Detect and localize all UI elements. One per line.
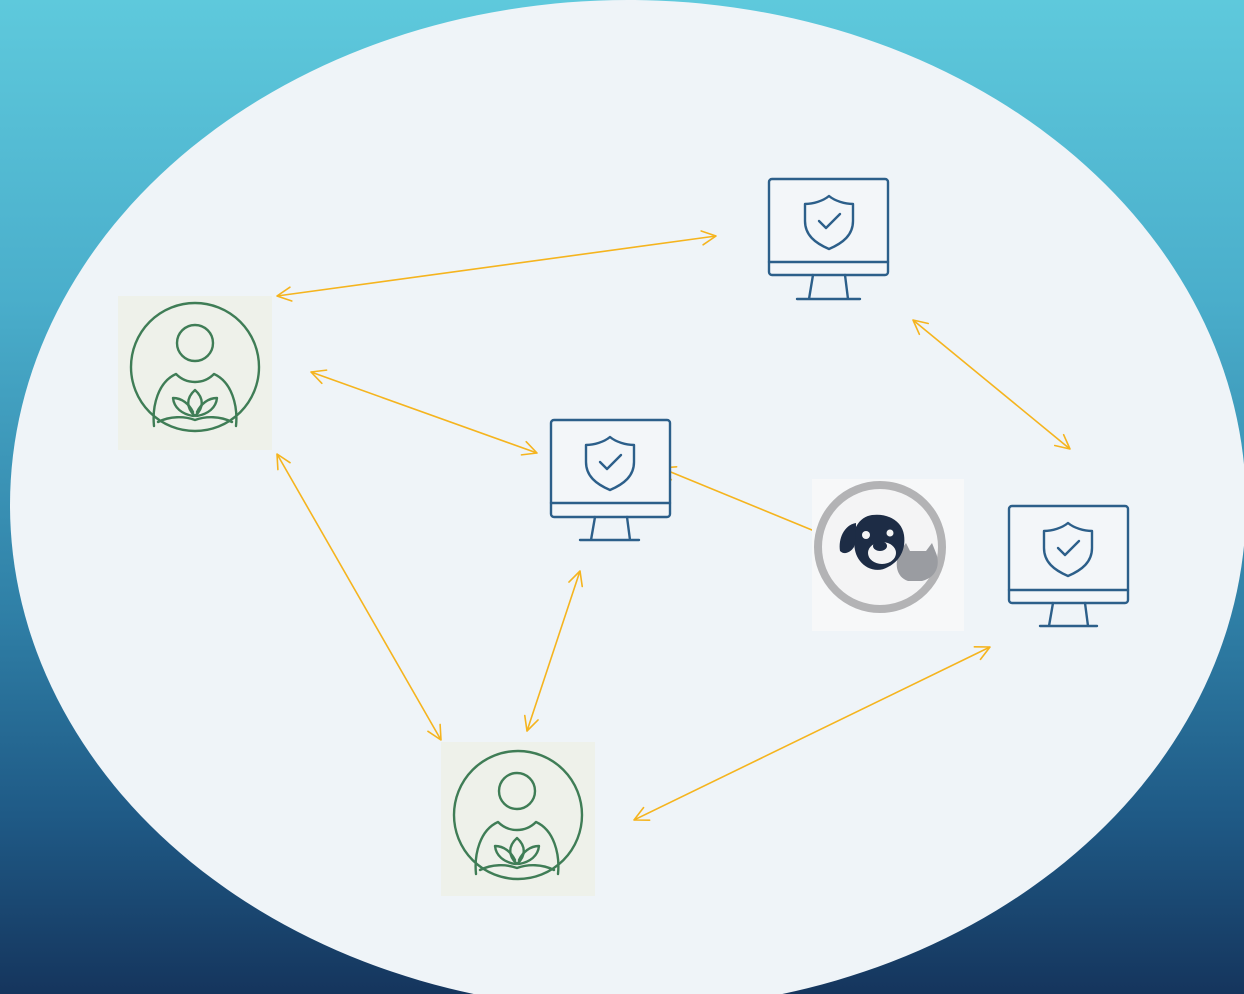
shield-check-monitor-icon (767, 177, 890, 301)
dog-cat-icon (812, 479, 964, 631)
connector-person-bottom-monitor-right (633, 646, 991, 821)
connectors (276, 230, 1071, 821)
connector-monitor-center-person-bottom (523, 570, 584, 732)
connector-person-left-monitor-center (310, 369, 538, 456)
lotus-person-icon (441, 742, 595, 896)
connector-monitor-top-monitor-right (912, 319, 1071, 450)
shield-check-monitor-icon (549, 418, 672, 542)
lotus-person-icon (118, 296, 272, 450)
connector-person-left-person-bottom (276, 453, 442, 741)
connector-monitor-center-pet (660, 466, 830, 539)
connector-person-left-monitor-top (276, 230, 717, 302)
shield-check-monitor-icon (1007, 504, 1130, 628)
